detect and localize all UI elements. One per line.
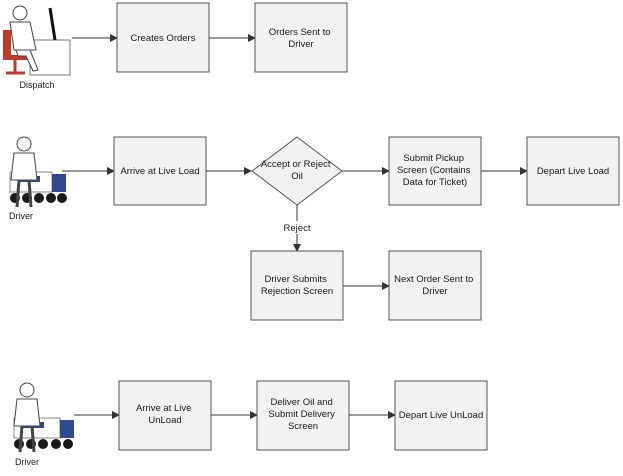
node-creates-orders: Creates Orders <box>116 2 210 73</box>
node-arrive-at-live-load: Arrive at Live Load <box>113 136 207 206</box>
actor-label-driver-delivery: Driver <box>15 457 39 467</box>
node-label: Driver Submits Rejection Screen <box>261 274 333 297</box>
dispatcher-icon <box>3 5 71 76</box>
node-deliver-oil: Deliver Oil and Submit Delivery Screen <box>256 380 350 451</box>
edge-label-reject: Reject <box>284 223 311 234</box>
node-label: Arrive at Live Load <box>120 166 199 177</box>
node-label: Arrive at Live UnLoad <box>136 403 194 426</box>
node-decision-accept-or-reject: Accept or Reject Oil <box>251 136 343 206</box>
driver-truck-icon <box>13 382 74 453</box>
node-label: Deliver Oil and Submit Delivery Screen <box>268 397 337 432</box>
node-label: Depart Live Load <box>537 166 609 177</box>
node-label: Orders Sent to Driver <box>269 27 333 50</box>
actor-label-dispatch: Dispatch <box>19 80 54 90</box>
node-submit-pickup-screen: Submit Pickup Screen (Contains Data for … <box>388 136 482 206</box>
node-next-order-sent: Next Order Sent to Driver <box>388 250 482 321</box>
node-depart-live-load: Depart Live Load <box>526 136 620 206</box>
node-label: Creates Orders <box>131 33 196 44</box>
node-orders-sent-to-driver: Orders Sent to Driver <box>254 2 348 73</box>
node-depart-live-unload: Depart Live UnLoad <box>394 380 488 451</box>
node-label: Accept or Reject Oil <box>261 159 333 182</box>
node-label: Next Order Sent to Driver <box>394 274 476 297</box>
actor-label-driver-pickup: Driver <box>9 211 33 221</box>
node-label: Depart Live UnLoad <box>399 410 484 421</box>
node-arrive-at-live-unload: Arrive at Live UnLoad <box>118 380 212 451</box>
driver-truck-icon <box>9 136 67 208</box>
node-driver-submits-rejection: Driver Submits Rejection Screen <box>250 250 344 321</box>
node-label: Submit Pickup Screen (Contains Data for … <box>397 153 473 188</box>
